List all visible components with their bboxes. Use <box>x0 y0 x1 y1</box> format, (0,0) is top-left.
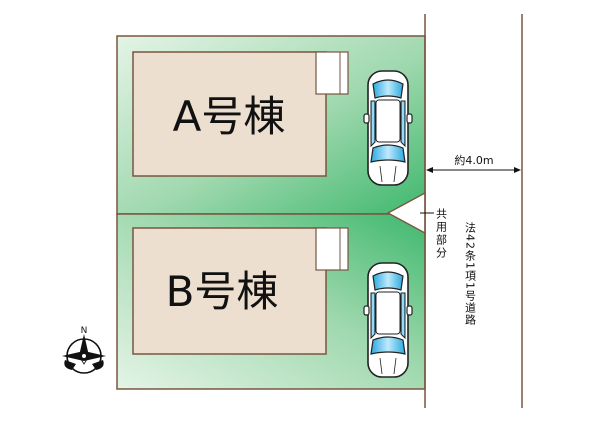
building-b-label: B号棟 <box>166 267 279 316</box>
road-width-label: 約4.0m <box>454 153 493 167</box>
building-a <box>132 51 327 177</box>
building-b <box>132 227 327 355</box>
building-b-entrance <box>315 227 349 271</box>
car-b <box>363 262 413 378</box>
road-legal-label: 法42条1項1号道路 <box>464 221 477 326</box>
shared-area-label: 共用部分 <box>435 208 448 260</box>
car-a <box>363 70 413 186</box>
building-a-label: A号棟 <box>173 92 286 141</box>
north-compass-icon <box>62 334 106 374</box>
building-a-entrance <box>315 51 349 95</box>
north-letter: N <box>81 326 88 336</box>
